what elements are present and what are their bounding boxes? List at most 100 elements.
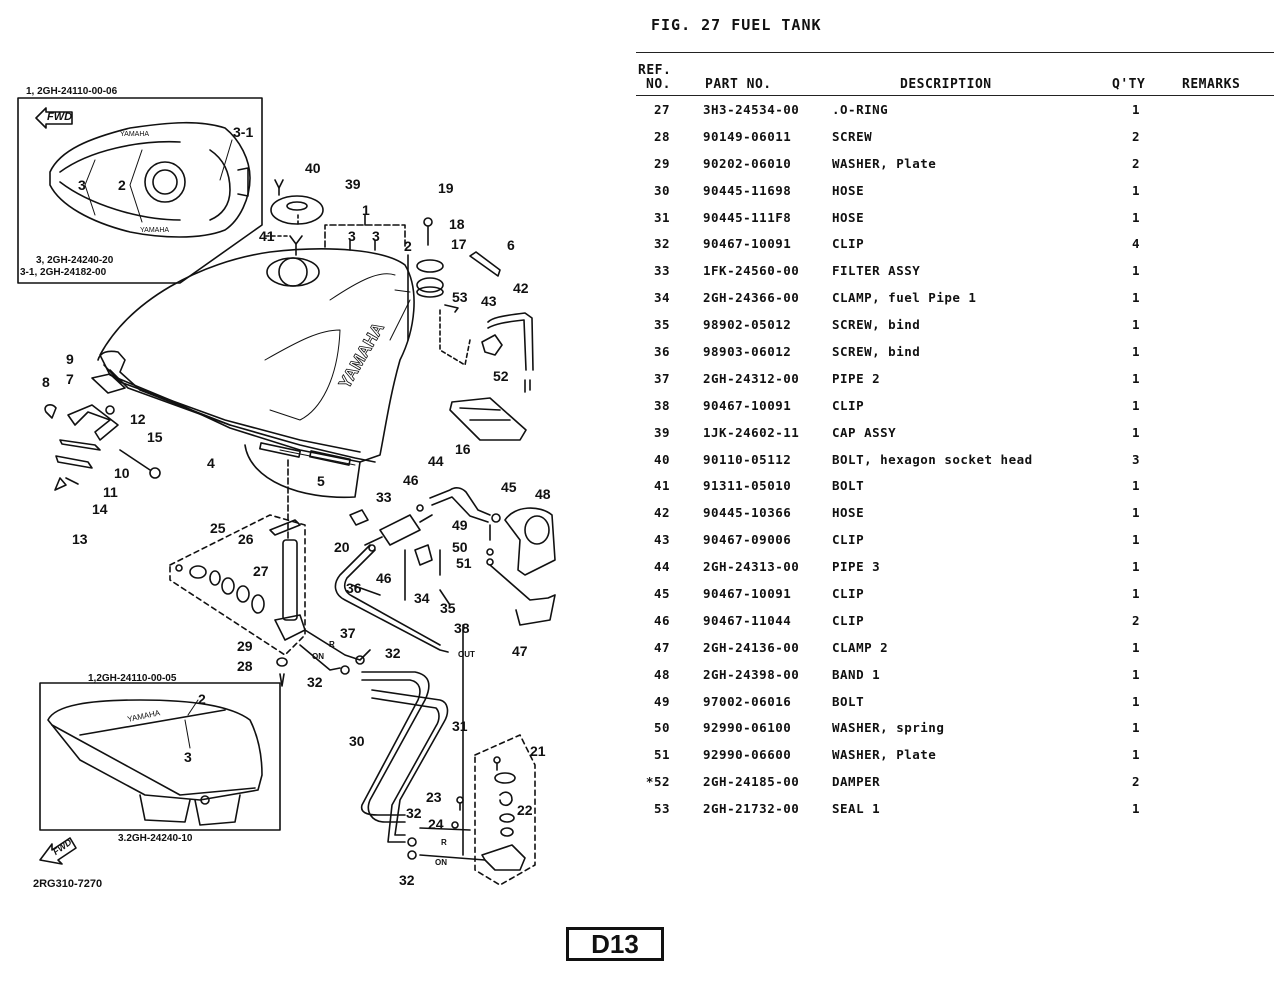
callout-37: 37 bbox=[340, 625, 356, 641]
cell-part-number: 90110-05112 bbox=[703, 451, 792, 467]
cell-part-number: 90202-06010 bbox=[703, 155, 792, 171]
cell-ref-no: 32 bbox=[653, 236, 670, 252]
callout-24: 24 bbox=[428, 816, 444, 832]
callout-32-lower-a: 32 bbox=[406, 805, 422, 821]
cell-part-number: 91311-05010 bbox=[703, 478, 792, 494]
svg-text:YAMAHA: YAMAHA bbox=[140, 227, 169, 234]
cell-ref-no: 50 bbox=[653, 720, 670, 736]
filter-and-clamps bbox=[349, 487, 556, 626]
callout-45: 45 bbox=[501, 479, 517, 495]
callout-40: 40 bbox=[305, 160, 321, 176]
callout-8: 8 bbox=[42, 374, 50, 390]
cell-part-number: 90467-10091 bbox=[703, 586, 792, 602]
cell-quantity: 3 bbox=[1131, 451, 1141, 467]
cell-quantity: 1 bbox=[1131, 720, 1141, 736]
inset-top-callout-3-1: 3-1 bbox=[233, 124, 254, 140]
cell-quantity: 2 bbox=[1131, 612, 1141, 628]
callout-32-left: 32 bbox=[307, 674, 323, 690]
inset-side-header: 1,2GH-24110-00-05 bbox=[88, 673, 177, 684]
cell-ref-no: *52 bbox=[645, 774, 670, 790]
cell-description: SEAL 1 bbox=[832, 801, 881, 817]
callout-39: 39 bbox=[345, 176, 361, 192]
cell-description: FILTER ASSY bbox=[832, 263, 921, 279]
cell-part-number: 90467-10091 bbox=[703, 397, 792, 413]
cell-description: BOLT bbox=[832, 693, 865, 709]
cell-part-number: 90445-111F8 bbox=[703, 209, 792, 225]
cell-ref-no: 41 bbox=[653, 478, 670, 494]
callout-17: 17 bbox=[451, 236, 467, 252]
callout-42: 42 bbox=[513, 280, 529, 296]
callout-20: 20 bbox=[334, 539, 350, 555]
callout-11: 11 bbox=[103, 484, 118, 500]
cell-description: WASHER, Plate bbox=[832, 155, 937, 171]
callout-12: 12 bbox=[130, 411, 146, 427]
cell-description: .O-RING bbox=[832, 102, 889, 117]
inset-top-brand: YAMAHA bbox=[120, 131, 149, 138]
cell-part-number: 2GH-24312-00 bbox=[703, 370, 800, 386]
callout-23: 23 bbox=[426, 789, 442, 805]
inset-top-callout-3: 3 bbox=[78, 177, 86, 193]
cell-ref-no: 30 bbox=[653, 182, 670, 198]
cell-part-number: 1FK-24560-00 bbox=[703, 263, 800, 279]
cell-description: CLAMP, fuel Pipe 1 bbox=[832, 290, 977, 306]
cell-description: BAND 1 bbox=[832, 666, 881, 682]
cell-part-number: 90467-11044 bbox=[703, 612, 792, 628]
callout-9: 9 bbox=[66, 351, 74, 367]
cell-quantity: 1 bbox=[1131, 559, 1141, 575]
cell-ref-no: 39 bbox=[653, 424, 670, 440]
callout-47: 47 bbox=[512, 643, 528, 659]
callout-43: 43 bbox=[481, 293, 497, 309]
callout-44: 44 bbox=[428, 453, 444, 469]
cell-description: CLIP bbox=[832, 612, 865, 628]
callout-32-upper: 32 bbox=[385, 645, 401, 661]
inset-side-callout-2: 2 bbox=[198, 691, 206, 707]
cell-ref-no: 46 bbox=[653, 612, 670, 628]
vacuum-valve-assembly bbox=[340, 624, 536, 886]
rear-mount-parts bbox=[416, 217, 534, 441]
header-ref-line2: NO. bbox=[646, 77, 671, 92]
cell-part-number: 90467-10091 bbox=[703, 236, 792, 252]
cell-ref-no: 37 bbox=[653, 370, 670, 386]
cell-ref-no: 33 bbox=[653, 263, 670, 279]
fuel-hoses bbox=[299, 544, 449, 843]
callout-1: 1 bbox=[362, 202, 370, 218]
table-row: 46 90467-11044 CLIP 2 bbox=[636, 607, 1274, 634]
callout-13: 13 bbox=[72, 531, 88, 547]
cell-quantity: 1 bbox=[1131, 209, 1141, 225]
callout-38: 38 bbox=[454, 620, 470, 636]
callout-48: 48 bbox=[535, 486, 551, 502]
header-qty: Q'TY bbox=[1112, 77, 1146, 92]
flow-label-on-upper: ON bbox=[312, 652, 324, 661]
callout-52: 52 bbox=[493, 368, 509, 384]
figure-title: FIG. 27 FUEL TANK bbox=[651, 16, 822, 34]
callout-10: 10 bbox=[114, 465, 130, 481]
cell-part-number: 98903-06012 bbox=[703, 344, 792, 360]
callout-50: 50 bbox=[452, 539, 468, 555]
cell-part-number: 1JK-24602-11 bbox=[703, 424, 800, 440]
callout-7: 7 bbox=[66, 371, 74, 387]
callout-25: 25 bbox=[210, 520, 226, 536]
flow-label-on-lower: ON bbox=[435, 858, 447, 867]
inset-side-footer: 3.2GH-24240-10 bbox=[118, 833, 193, 844]
callout-41: 41 bbox=[259, 228, 275, 244]
cell-description: HOSE bbox=[832, 505, 865, 521]
cell-quantity: 1 bbox=[1131, 370, 1141, 386]
callout-4: 4 bbox=[207, 455, 215, 471]
header-ref-line1: REF. bbox=[638, 63, 672, 78]
inset-side-view: YAMAHA bbox=[39, 682, 281, 831]
cell-ref-no: 31 bbox=[653, 209, 670, 225]
